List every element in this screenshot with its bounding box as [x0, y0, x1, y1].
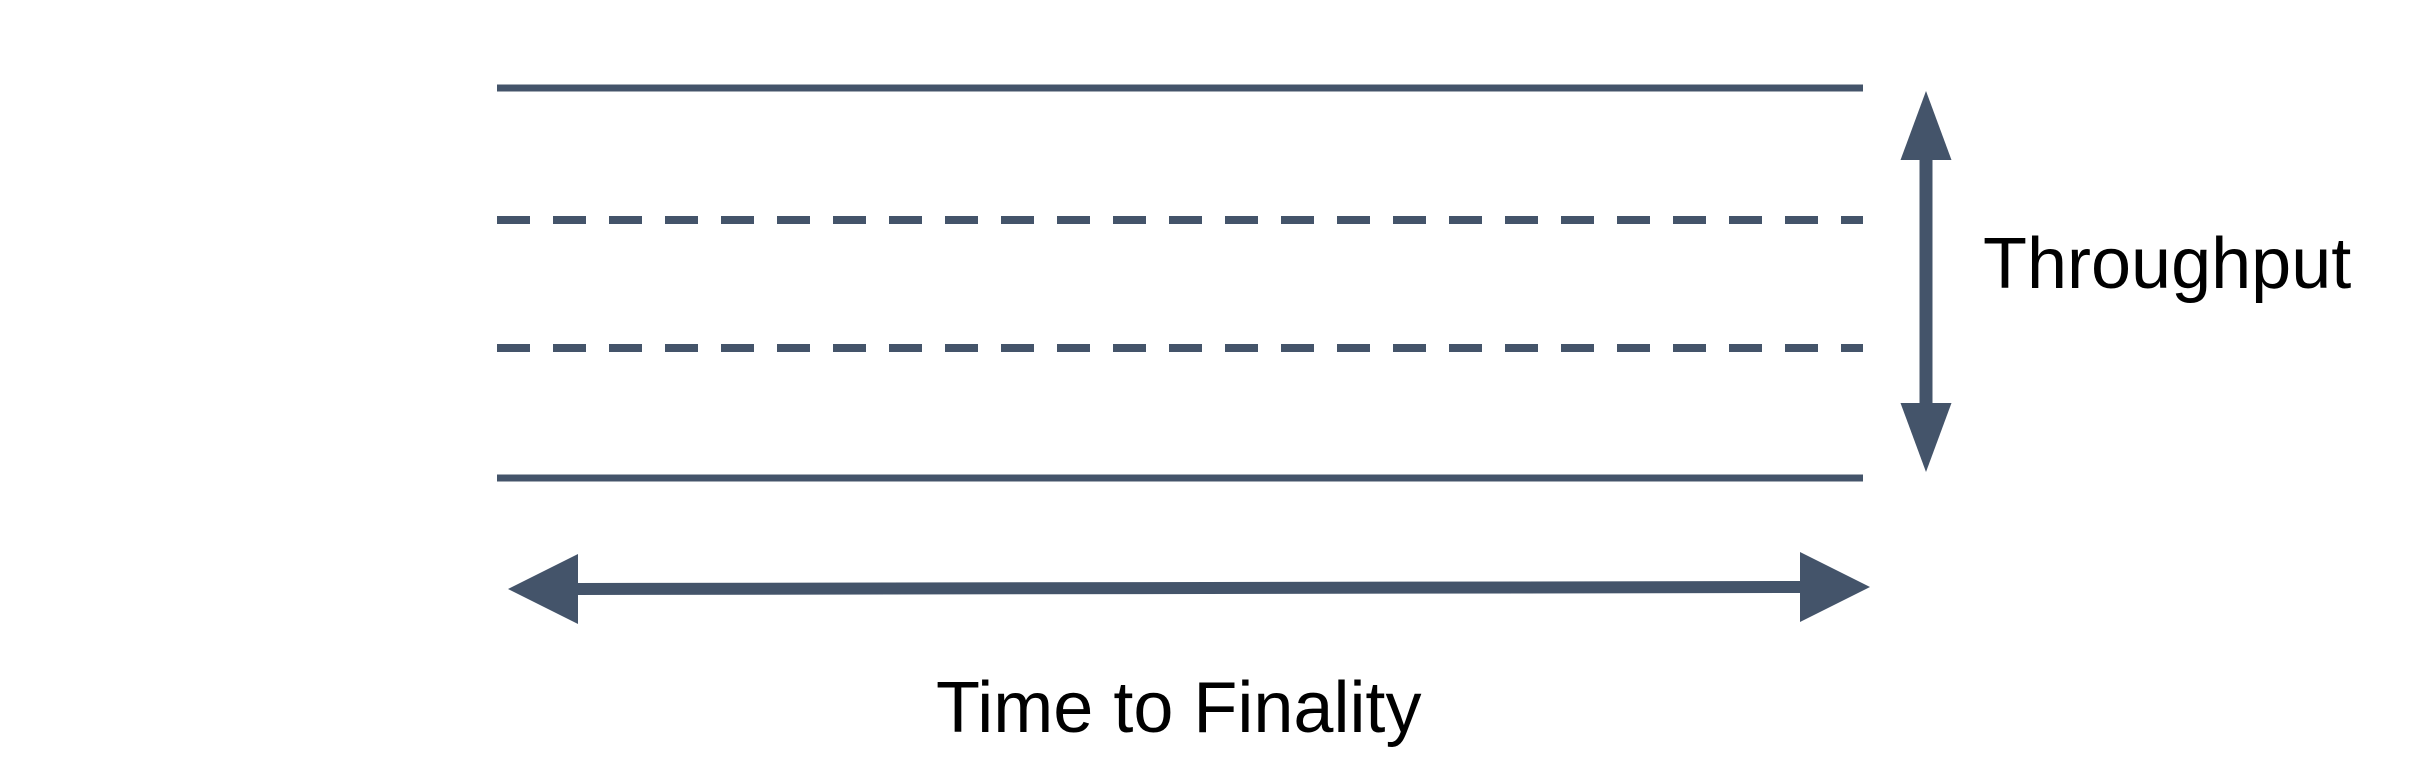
throughput-axis-label: Throughput: [1983, 224, 2352, 304]
time-to-finality-axis-label: Time to Finality: [936, 668, 1422, 748]
double-arrow-horizontal-icon: [508, 552, 1870, 624]
double-arrow-vertical-icon: [1900, 91, 1952, 472]
